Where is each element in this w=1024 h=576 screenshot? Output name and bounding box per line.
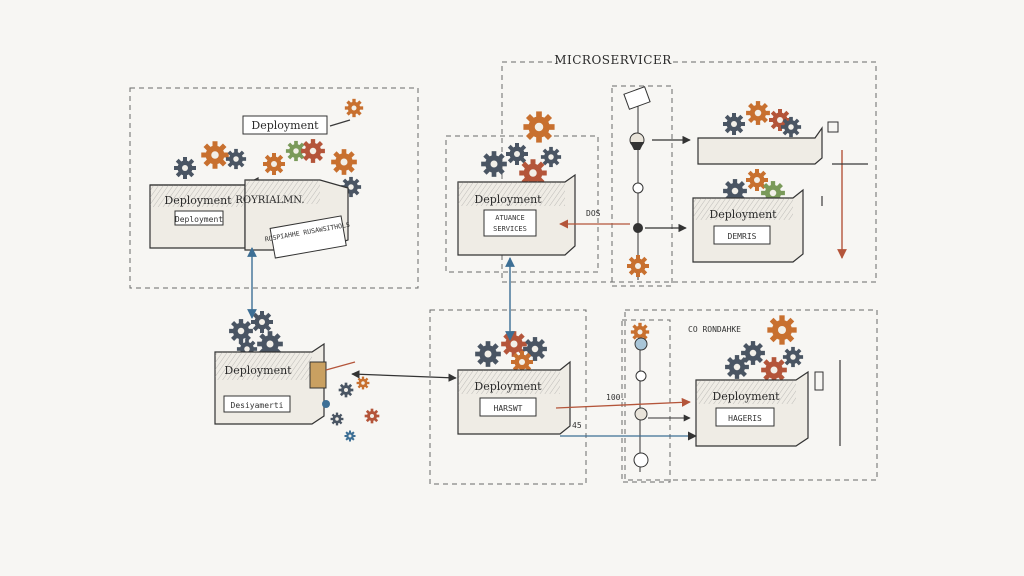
pipeline-bottom xyxy=(630,322,650,472)
gear-cluster-top-center xyxy=(481,111,562,187)
svg-text:ATUANCE: ATUANCE xyxy=(495,214,525,222)
region-pipeline-bottom xyxy=(621,319,671,483)
region-bottom-right xyxy=(624,309,878,481)
pipeline-top xyxy=(623,86,691,280)
region-top-center xyxy=(445,135,599,273)
svg-text:DEMRIS: DEMRIS xyxy=(728,232,757,241)
region-frames xyxy=(129,61,878,485)
service-bottom-right: CO RONDAHKE Deployment HAGERIS xyxy=(688,315,841,447)
svg-text:Deployment: Deployment xyxy=(164,194,232,207)
deployment-box-top-right: Deployment DEMRIS xyxy=(692,188,804,263)
svg-text:Deployment: Deployment xyxy=(224,364,292,377)
connectors xyxy=(247,219,697,441)
svg-text:HAGERIS: HAGERIS xyxy=(728,414,762,423)
svg-text:Deployment: Deployment xyxy=(474,380,542,393)
svg-text:SERVICES: SERVICES xyxy=(493,225,527,233)
diagram-title: MICROSERVICER xyxy=(554,50,672,70)
svg-text:Desiyamerti: Desiyamerti xyxy=(231,401,284,410)
deployment-tag xyxy=(242,115,328,135)
service-bottom-left: Deployment Desiyamerti xyxy=(214,311,380,442)
svg-text:ROYRIALMN.: ROYRIALMN. xyxy=(235,195,304,206)
service-top-left: Deployment Deployment Deployment xyxy=(149,98,364,259)
deployment-box-bottom-center: Deployment HARSWT xyxy=(457,360,571,435)
service-bottom-center: Deployment HARSWT 100. 45 xyxy=(457,331,625,435)
svg-text:Deployment: Deployment xyxy=(709,208,777,221)
deployment-box-bottom-left: Deployment Desiyamerti xyxy=(214,342,325,425)
svg-text:45: 45 xyxy=(572,421,582,430)
gear-scatter-bottom-left xyxy=(322,376,380,442)
deployment-box-left: Deployment Deployment xyxy=(149,176,259,249)
region-pipeline-top xyxy=(611,85,673,287)
svg-text:DOS: DOS xyxy=(586,209,601,218)
deployment-box-bottom-right: Deployment HAGERIS xyxy=(695,370,809,447)
svg-text:Deployment: Deployment xyxy=(474,193,542,206)
service-top-center: Deployment ATUANCE SERVICES DOS xyxy=(457,111,601,256)
service-top-right: Deployment DEMRIS xyxy=(692,101,868,263)
svg-text:Deployment: Deployment xyxy=(175,215,223,224)
tray-top-right xyxy=(697,101,839,165)
config-card: ROSPIAHHE RUSAWSITHOLS xyxy=(264,215,350,259)
svg-text:Deployment: Deployment xyxy=(712,390,780,403)
svg-text:100.: 100. xyxy=(606,393,625,402)
region-bottom-center xyxy=(429,309,587,485)
gear-cluster-bottom-center xyxy=(475,331,547,373)
deployment-box-top-center: Deployment ATUANCE SERVICES xyxy=(457,173,576,256)
svg-text:CO RONDAHKE: CO RONDAHKE xyxy=(688,325,741,334)
title-text: MICROSERVICER xyxy=(554,53,672,67)
deployment-tag-text: Deployment xyxy=(251,119,319,132)
svg-text:HARSWT: HARSWT xyxy=(494,404,523,413)
region-top-left xyxy=(129,87,419,289)
